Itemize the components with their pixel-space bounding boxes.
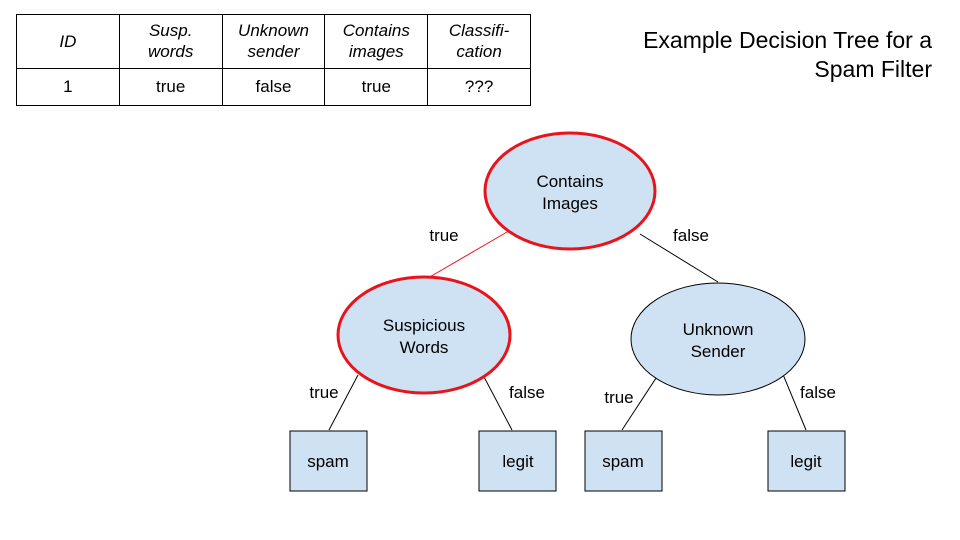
header-id: ID: [16, 14, 120, 69]
cell-classification: ???: [427, 67, 531, 107]
node-label-line-1: Unknown: [683, 320, 754, 339]
node-label-line-2: Sender: [691, 342, 746, 361]
header-classification: Classifi-cation: [427, 14, 531, 69]
edge-left-false: [482, 374, 513, 431]
title-line-2: Spam Filter: [814, 56, 932, 82]
node-unknown-sender: Unknown Sender: [630, 282, 806, 396]
node-label-line-1: Contains: [536, 172, 603, 191]
leaf-label: spam: [307, 452, 349, 471]
cell-id: 1: [16, 67, 120, 107]
header-susp-words: Susp.words: [118, 14, 223, 69]
edge-root-right: [639, 233, 719, 283]
edge-label-left-true: true: [309, 383, 338, 402]
node-label-line-2: Images: [542, 194, 598, 213]
edge-label-left-false: false: [509, 383, 545, 402]
node-label-line-2: Words: [400, 338, 449, 357]
edge-label-root-false: false: [673, 226, 709, 245]
edge-label-right-true: true: [604, 388, 633, 407]
cell-contains-images: true: [324, 67, 429, 107]
edge-label-right-false: false: [800, 383, 836, 402]
leaf-spam-left: spam: [289, 430, 368, 492]
edge-root-left: [427, 231, 508, 279]
leaf-label: spam: [602, 452, 644, 471]
cell-unknown-sender: false: [221, 67, 326, 107]
leaf-spam-right: spam: [584, 430, 663, 492]
edge-label-root-true: true: [429, 226, 458, 245]
edge-right-true: [621, 371, 661, 431]
title-line-1: Example Decision Tree for a: [643, 27, 932, 53]
leaf-label: legit: [502, 452, 533, 471]
page-title: Example Decision Tree for a Spam Filter: [602, 26, 932, 84]
node-contains-images: Contains Images: [483, 131, 657, 251]
node-label-line-1: Suspicious: [383, 316, 465, 335]
table-row: 1 true false true ???: [16, 67, 531, 107]
cell-susp-words: true: [118, 67, 223, 107]
edge-right-false: [781, 371, 807, 431]
leaf-label: legit: [790, 452, 821, 471]
leaf-legit-left: legit: [478, 430, 557, 492]
edge-left-true: [328, 374, 359, 431]
leaf-legit-right: legit: [767, 430, 846, 492]
node-suspicious-words: Suspicious Words: [336, 275, 512, 395]
